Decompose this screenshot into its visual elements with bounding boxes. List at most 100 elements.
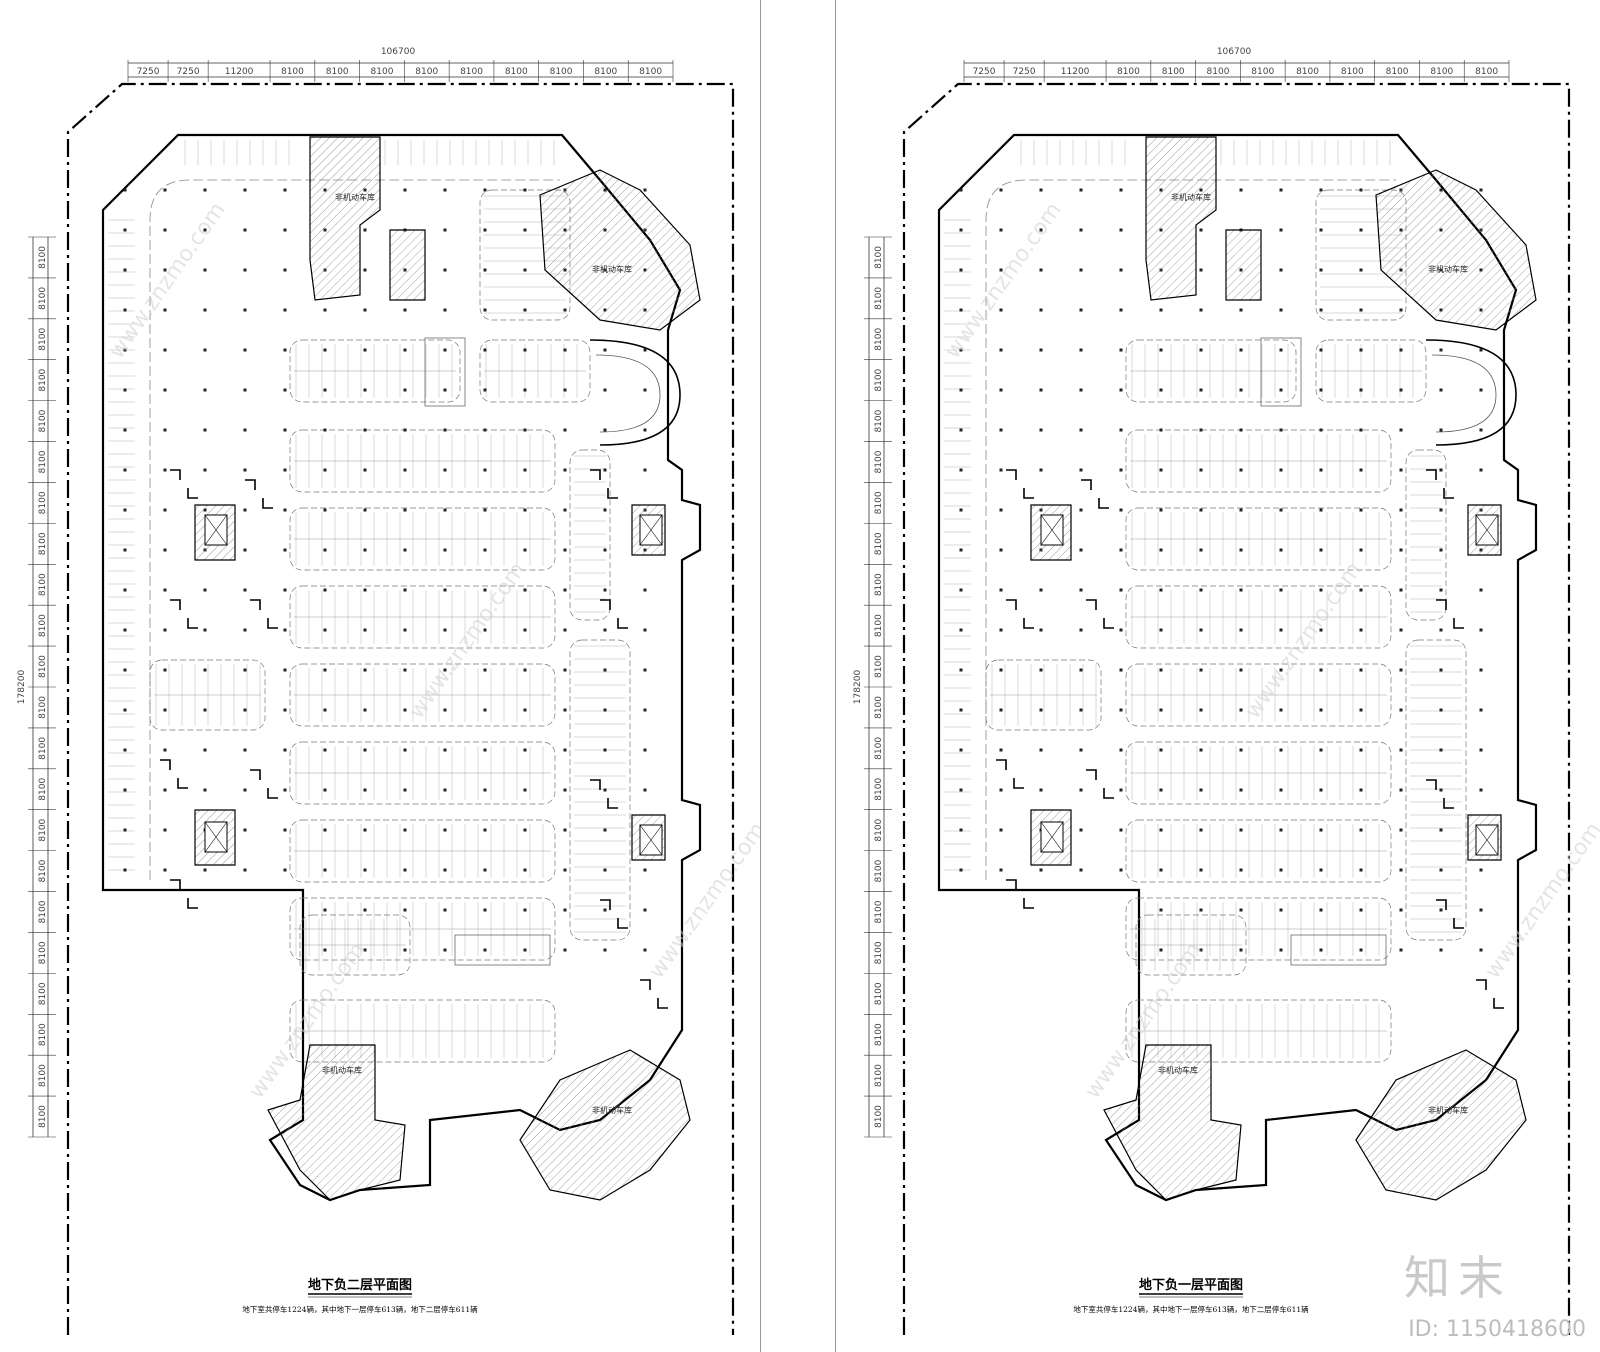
side-dim-label: 8100 [38, 246, 48, 269]
column [1279, 228, 1283, 232]
parking-bay [1125, 507, 1392, 571]
column [1039, 588, 1043, 592]
top-dim-label: 8100 [1341, 67, 1364, 77]
parking-stalls [154, 664, 261, 726]
column [1319, 268, 1323, 272]
column [959, 708, 963, 712]
side-dim-label: 8100 [874, 409, 884, 432]
column [1479, 348, 1483, 352]
column [563, 908, 567, 912]
column [1119, 508, 1123, 512]
column [603, 668, 607, 672]
column [323, 628, 327, 632]
column [443, 868, 447, 872]
top-dim-label: 11200 [1061, 67, 1090, 77]
column [1399, 628, 1403, 632]
parking-bay [1405, 639, 1467, 941]
parking-stalls [1410, 645, 1462, 933]
column [603, 468, 607, 472]
column [1319, 508, 1323, 512]
column [1399, 548, 1403, 552]
top-dim-label: 8100 [1162, 67, 1185, 77]
column [1079, 628, 1083, 632]
column [523, 828, 527, 832]
parking-bay [1125, 339, 1297, 403]
column [999, 508, 1003, 512]
column [1199, 668, 1203, 672]
column [1119, 828, 1123, 832]
parking-stalls [1140, 919, 1242, 971]
column [1119, 348, 1123, 352]
column [403, 388, 407, 392]
column [643, 428, 647, 432]
column [1239, 308, 1243, 312]
column [1039, 628, 1043, 632]
column [1399, 948, 1403, 952]
column [283, 268, 287, 272]
column [603, 748, 607, 752]
column [1319, 388, 1323, 392]
column [999, 628, 1003, 632]
column [1239, 588, 1243, 592]
column [323, 788, 327, 792]
column [1279, 428, 1283, 432]
column [1439, 628, 1443, 632]
column [643, 628, 647, 632]
column [403, 468, 407, 472]
column [999, 468, 1003, 472]
column [483, 268, 487, 272]
column [563, 668, 567, 672]
column [1319, 428, 1323, 432]
column [1199, 628, 1203, 632]
elevator-cross [639, 514, 663, 546]
column [1279, 908, 1283, 912]
drive-aisle [149, 179, 560, 880]
side-dim-label: 8100 [874, 696, 884, 719]
column [363, 668, 367, 672]
column [443, 948, 447, 952]
column [443, 628, 447, 632]
wall-fragment [1426, 779, 1454, 809]
column [323, 468, 327, 472]
column [1079, 268, 1083, 272]
column [1199, 868, 1203, 872]
column [363, 748, 367, 752]
column [283, 708, 287, 712]
parking-stalls [294, 344, 456, 398]
column [1199, 788, 1203, 792]
column [1399, 388, 1403, 392]
column [403, 348, 407, 352]
elevator-stair-symbol [1475, 514, 1499, 546]
column [643, 668, 647, 672]
column [443, 308, 447, 312]
side-dim-label: 8100 [874, 1023, 884, 1046]
column [1319, 628, 1323, 632]
column [1159, 508, 1163, 512]
column [163, 668, 167, 672]
column [403, 628, 407, 632]
column [243, 348, 247, 352]
column [483, 428, 487, 432]
column [363, 548, 367, 552]
column [999, 588, 1003, 592]
column [203, 188, 207, 192]
column [523, 268, 527, 272]
column [243, 668, 247, 672]
column [999, 748, 1003, 752]
column [363, 828, 367, 832]
column [203, 428, 207, 432]
top-dim-label: 7250 [177, 67, 200, 77]
core-block [1375, 169, 1537, 331]
column [999, 308, 1003, 312]
column [1479, 668, 1483, 672]
column [1039, 428, 1043, 432]
column [123, 868, 127, 872]
column [403, 708, 407, 712]
column [1199, 348, 1203, 352]
column [603, 388, 607, 392]
column [603, 908, 607, 912]
wall-fragment [1086, 769, 1114, 799]
column [283, 628, 287, 632]
column [363, 388, 367, 392]
